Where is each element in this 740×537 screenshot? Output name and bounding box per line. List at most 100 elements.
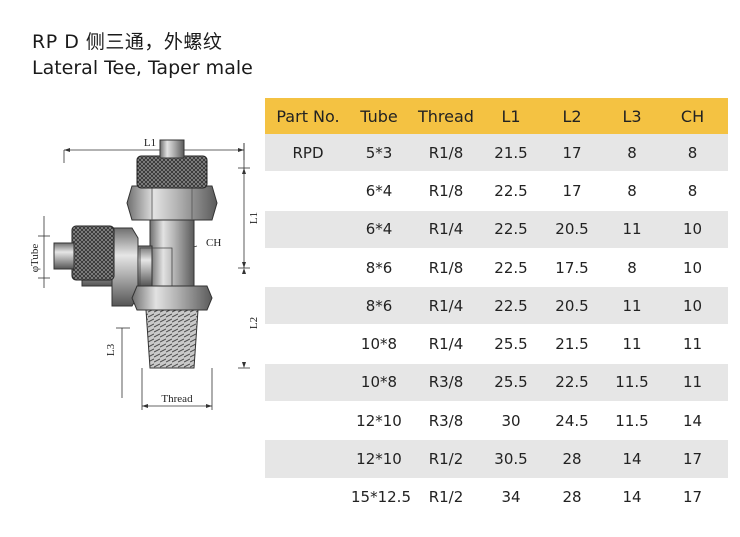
cell-tube: 10*8 xyxy=(351,362,407,402)
cell-l1: 22.5 xyxy=(485,209,537,249)
cell-part-no xyxy=(265,362,351,402)
header-l3: L3 xyxy=(607,98,657,134)
cell-l2: 28 xyxy=(537,439,607,479)
cell-thread: R1/2 xyxy=(407,439,485,479)
cell-thread: R1/4 xyxy=(407,286,485,325)
title-block: RP D 侧三通，外螺纹 Lateral Tee, Taper male xyxy=(32,30,253,80)
cell-thread: R1/8 xyxy=(407,247,485,287)
cell-thread: R3/8 xyxy=(407,401,485,440)
cell-tube: 15*12.5 xyxy=(351,477,411,516)
title-chinese: RP D 侧三通，外螺纹 xyxy=(32,31,223,53)
cell-ch: 11 xyxy=(657,324,728,364)
cell-tube: 8*6 xyxy=(351,247,407,287)
cell-l2: 17 xyxy=(537,171,607,211)
cell-ch: 8 xyxy=(657,171,728,211)
cell-part-no xyxy=(265,439,351,479)
cell-l1: 22.5 xyxy=(485,247,537,287)
cell-ch: 14 xyxy=(657,401,728,440)
table-header-row: Part No. Tube Thread L1 L2 L3 CH xyxy=(265,98,728,134)
header-l2: L2 xyxy=(537,98,607,134)
cell-tube: 5*3 xyxy=(351,134,407,172)
cell-ch: 17 xyxy=(657,439,728,479)
cell-l3: 11 xyxy=(607,286,657,325)
cell-ch: 10 xyxy=(657,247,728,287)
cell-ch: 8 xyxy=(657,134,728,172)
header-thread: Thread xyxy=(407,98,485,134)
cell-l3: 14 xyxy=(607,477,657,516)
cell-ch: 10 xyxy=(657,286,728,325)
cell-l1: 30.5 xyxy=(485,439,537,479)
cell-l3: 11.5 xyxy=(607,401,657,440)
cell-part-no xyxy=(265,324,351,364)
dim-ch: CH xyxy=(206,237,221,249)
dim-thread: Thread xyxy=(161,393,193,405)
cell-part-no xyxy=(265,286,351,325)
cell-part-no xyxy=(265,209,351,249)
cell-l3: 11.5 xyxy=(607,362,657,402)
cell-l2: 28 xyxy=(537,477,607,516)
cell-tube: 12*10 xyxy=(351,401,407,440)
fitting-drawing: L1 L1 L2 L3 CH φTube Thread xyxy=(29,137,260,410)
cell-l3: 8 xyxy=(607,171,657,211)
cell-tube: 6*4 xyxy=(351,171,407,211)
dim-l1-top: L1 xyxy=(144,137,156,149)
cell-l1: 25.5 xyxy=(485,362,537,402)
cell-ch: 10 xyxy=(657,209,728,249)
title-english: Lateral Tee, Taper male xyxy=(32,57,253,79)
cell-l1: 30 xyxy=(485,401,537,440)
cell-tube: 6*4 xyxy=(351,209,407,249)
dim-l3: L3 xyxy=(105,343,117,356)
cell-l2: 24.5 xyxy=(537,401,607,440)
cell-l3: 8 xyxy=(607,134,657,172)
header-ch: CH xyxy=(657,98,728,134)
cell-part-no xyxy=(265,247,351,287)
cell-l1: 22.5 xyxy=(485,286,537,325)
cell-tube: 10*8 xyxy=(351,324,407,364)
header-part-no: Part No. xyxy=(265,98,351,134)
cell-l2: 17.5 xyxy=(537,247,607,287)
cell-l2: 20.5 xyxy=(537,286,607,325)
cell-l3: 11 xyxy=(607,209,657,249)
header-tube: Tube xyxy=(351,98,407,134)
cell-part-no xyxy=(265,401,351,440)
cell-l2: 17 xyxy=(537,134,607,172)
cell-l2: 21.5 xyxy=(537,324,607,364)
cell-thread: R1/8 xyxy=(407,134,485,172)
cell-part-no: RPD xyxy=(265,134,351,172)
cell-l2: 20.5 xyxy=(537,209,607,249)
cell-ch: 17 xyxy=(657,477,728,516)
cell-thread: R1/4 xyxy=(407,209,485,249)
cell-thread: R3/8 xyxy=(407,362,485,402)
cell-thread: R1/4 xyxy=(407,324,485,364)
cell-part-no xyxy=(265,477,351,516)
cell-l3: 11 xyxy=(607,324,657,364)
dim-tube: φTube xyxy=(29,244,41,273)
cell-l3: 14 xyxy=(607,439,657,479)
cell-tube: 8*6 xyxy=(351,286,407,325)
cell-part-no xyxy=(265,171,351,211)
cell-thread: R1/8 xyxy=(407,171,485,211)
cell-l2: 22.5 xyxy=(537,362,607,402)
cell-l1: 25.5 xyxy=(485,324,537,364)
dim-l1-side: L1 xyxy=(248,212,260,224)
cell-l1: 22.5 xyxy=(485,171,537,211)
cell-thread: R1/2 xyxy=(407,477,485,516)
cell-l1: 21.5 xyxy=(485,134,537,172)
cell-ch: 11 xyxy=(657,362,728,402)
cell-l1: 34 xyxy=(485,477,537,516)
cell-tube: 12*10 xyxy=(351,439,407,479)
cell-l3: 8 xyxy=(607,247,657,287)
dim-l2: L2 xyxy=(248,317,260,329)
